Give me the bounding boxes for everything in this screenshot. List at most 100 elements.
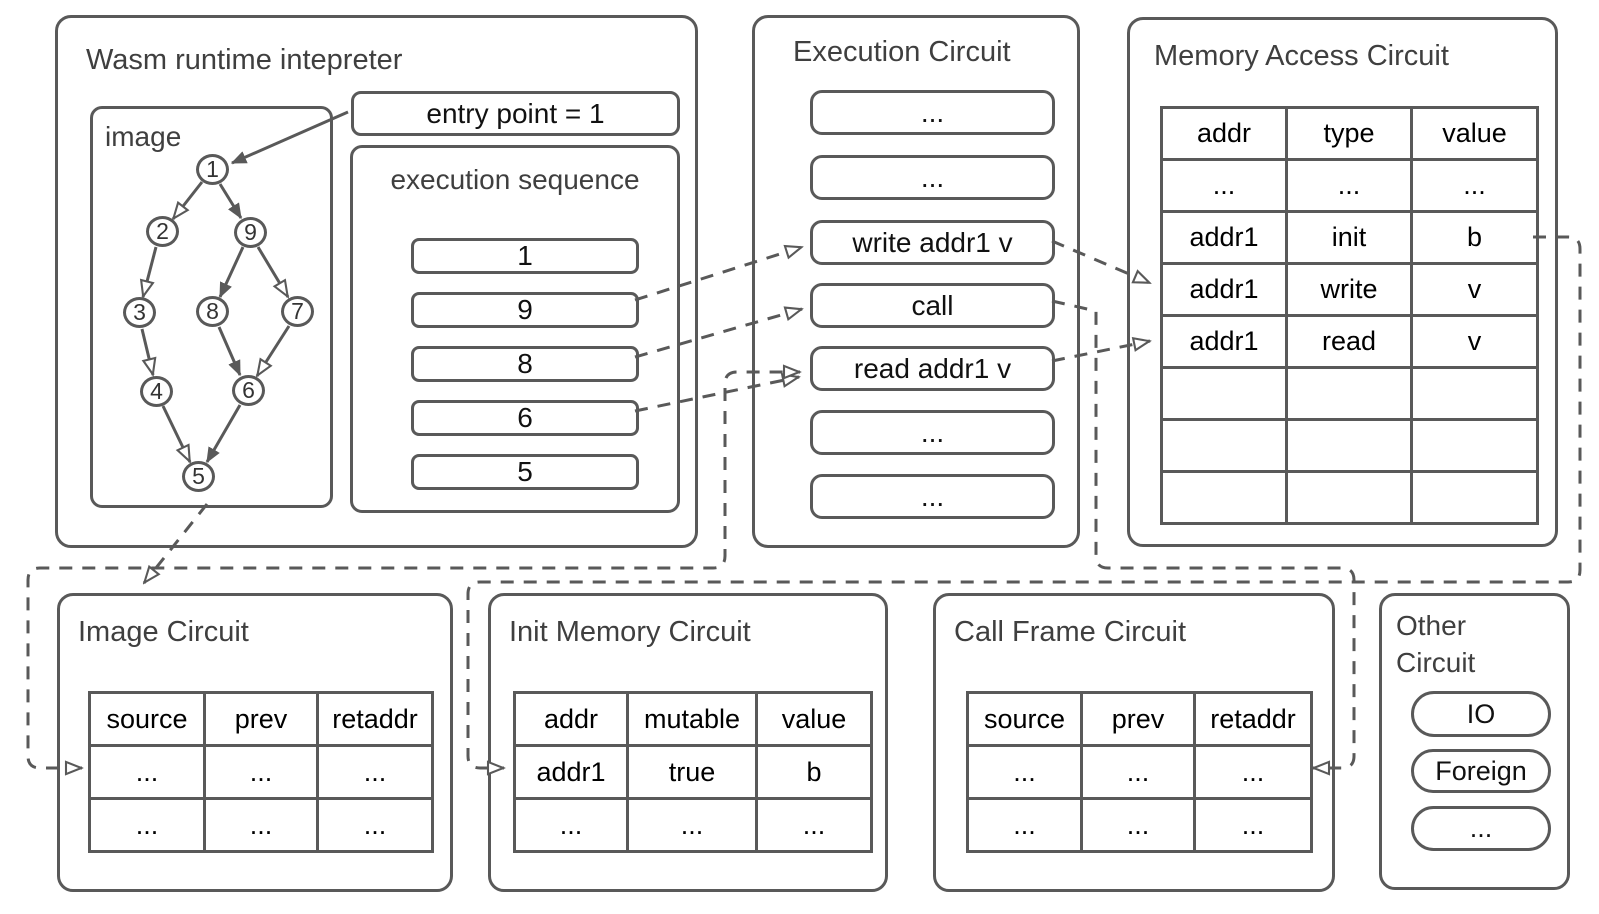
cell: b — [755, 744, 873, 800]
execution-item-write: write addr1 v — [810, 220, 1055, 265]
other-item-more: ... — [1411, 806, 1551, 851]
header-cell: prev — [1080, 691, 1196, 747]
execution-item-read: read addr1 v — [810, 346, 1055, 391]
cell — [1410, 418, 1539, 473]
table-row-read: addr1 read v — [1160, 314, 1539, 369]
memory-access-table: addr type value ... ... ... addr1 init b… — [1160, 106, 1539, 525]
header-cell: retaddr — [316, 691, 434, 747]
execution-item-6: ... — [810, 474, 1055, 519]
graph-node-6: 6 — [232, 375, 265, 406]
header-cell: mutable — [626, 691, 758, 747]
cell: init — [1285, 210, 1413, 265]
call-frame-circuit-title: Call Frame Circuit — [954, 616, 1187, 648]
other-item-io: IO — [1411, 691, 1551, 737]
init-memory-table: addr mutable value addr1 true b ... ... … — [513, 691, 873, 853]
wasm-runtime-title: Wasm runtime intepreter — [86, 44, 403, 76]
cell: v — [1410, 262, 1539, 317]
table-header-row: source prev retaddr — [88, 691, 434, 747]
init-memory-circuit-title: Init Memory Circuit — [509, 616, 751, 648]
table-row: ... ... ... — [966, 797, 1313, 853]
wasm-runtime-box: Wasm runtime intepreter image entry poin… — [55, 15, 698, 548]
execution-circuit-title: Execution Circuit — [793, 36, 1011, 68]
table-row: ... ... ... — [88, 744, 434, 800]
table-row: ... ... ... — [513, 797, 873, 853]
cell: ... — [1080, 744, 1196, 800]
cell: ... — [316, 797, 434, 853]
header-cell: prev — [203, 691, 319, 747]
cell — [1410, 366, 1539, 421]
graph-node-8: 8 — [196, 296, 229, 327]
cell — [1285, 366, 1413, 421]
other-circuit-title: Other Circuit — [1396, 610, 1476, 678]
other-circuit-box: Other Circuit IO Foreign ... — [1379, 593, 1570, 890]
cell: ... — [1160, 158, 1288, 213]
image-label: image — [105, 121, 182, 152]
table-row: ... ... ... — [88, 797, 434, 853]
cell: ... — [88, 744, 206, 800]
header-cell: value — [1410, 106, 1539, 161]
sequence-item-9: 9 — [411, 292, 639, 328]
memory-access-circuit-box: Memory Access Circuit addr type value ..… — [1127, 17, 1558, 547]
cell: ... — [966, 797, 1083, 853]
graph-node-7: 7 — [281, 296, 314, 327]
graph-node-9: 9 — [234, 217, 267, 248]
execution-circuit-box: Execution Circuit ... ... write addr1 v … — [752, 15, 1080, 548]
memory-access-circuit-title: Memory Access Circuit — [1154, 40, 1449, 72]
call-frame-circuit-box: Call Frame Circuit source prev retaddr .… — [933, 593, 1335, 892]
cell: true — [626, 744, 758, 800]
header-cell: value — [755, 691, 873, 747]
cell: ... — [755, 797, 873, 853]
header-cell: addr — [513, 691, 629, 747]
header-cell: addr — [1160, 106, 1288, 161]
cell: addr1 — [513, 744, 629, 800]
table-row-empty — [1160, 366, 1539, 421]
cell: ... — [203, 744, 319, 800]
graph-node-5: 5 — [182, 461, 215, 492]
cell: addr1 — [1160, 262, 1288, 317]
cell: write — [1285, 262, 1413, 317]
table-row: ... ... ... — [966, 744, 1313, 800]
image-circuit-table: source prev retaddr ... ... ... ... ... … — [88, 691, 434, 853]
cell: addr1 — [1160, 314, 1288, 369]
execution-item-1: ... — [810, 155, 1055, 200]
call-frame-table: source prev retaddr ... ... ... ... ... … — [966, 691, 1313, 853]
sequence-item-1: 1 — [411, 238, 639, 274]
cell — [1285, 418, 1413, 473]
cell: ... — [203, 797, 319, 853]
cell: ... — [1193, 797, 1313, 853]
cell — [1160, 418, 1288, 473]
cell: ... — [1080, 797, 1196, 853]
entry-point-box: entry point = 1 — [351, 91, 680, 136]
cell: ... — [316, 744, 434, 800]
cell — [1410, 470, 1539, 525]
cell: ... — [626, 797, 758, 853]
cell: ... — [1410, 158, 1539, 213]
cell: b — [1410, 210, 1539, 265]
graph-node-3: 3 — [123, 297, 156, 328]
cell: ... — [966, 744, 1083, 800]
cell — [1285, 470, 1413, 525]
cell: ... — [1285, 158, 1413, 213]
cell: read — [1285, 314, 1413, 369]
image-circuit-title: Image Circuit — [78, 616, 249, 648]
cell: ... — [1193, 744, 1313, 800]
table-header-row: addr type value — [1160, 106, 1539, 161]
sequence-item-8: 8 — [411, 346, 639, 382]
table-row-empty — [1160, 418, 1539, 473]
execution-item-5: ... — [810, 410, 1055, 455]
other-item-foreign: Foreign — [1411, 749, 1551, 793]
cell — [1160, 366, 1288, 421]
header-cell: type — [1285, 106, 1413, 161]
table-header-row: addr mutable value — [513, 691, 873, 747]
table-row-empty — [1160, 470, 1539, 525]
cell: ... — [88, 797, 206, 853]
cell — [1160, 470, 1288, 525]
header-cell: source — [966, 691, 1083, 747]
cell: v — [1410, 314, 1539, 369]
table-header-row: source prev retaddr — [966, 691, 1313, 747]
execution-item-call: call — [810, 283, 1055, 328]
init-memory-circuit-box: Init Memory Circuit addr mutable value a… — [488, 593, 888, 892]
header-cell: source — [88, 691, 206, 747]
execution-sequence-box: execution sequence 1 9 8 6 5 — [350, 145, 680, 513]
